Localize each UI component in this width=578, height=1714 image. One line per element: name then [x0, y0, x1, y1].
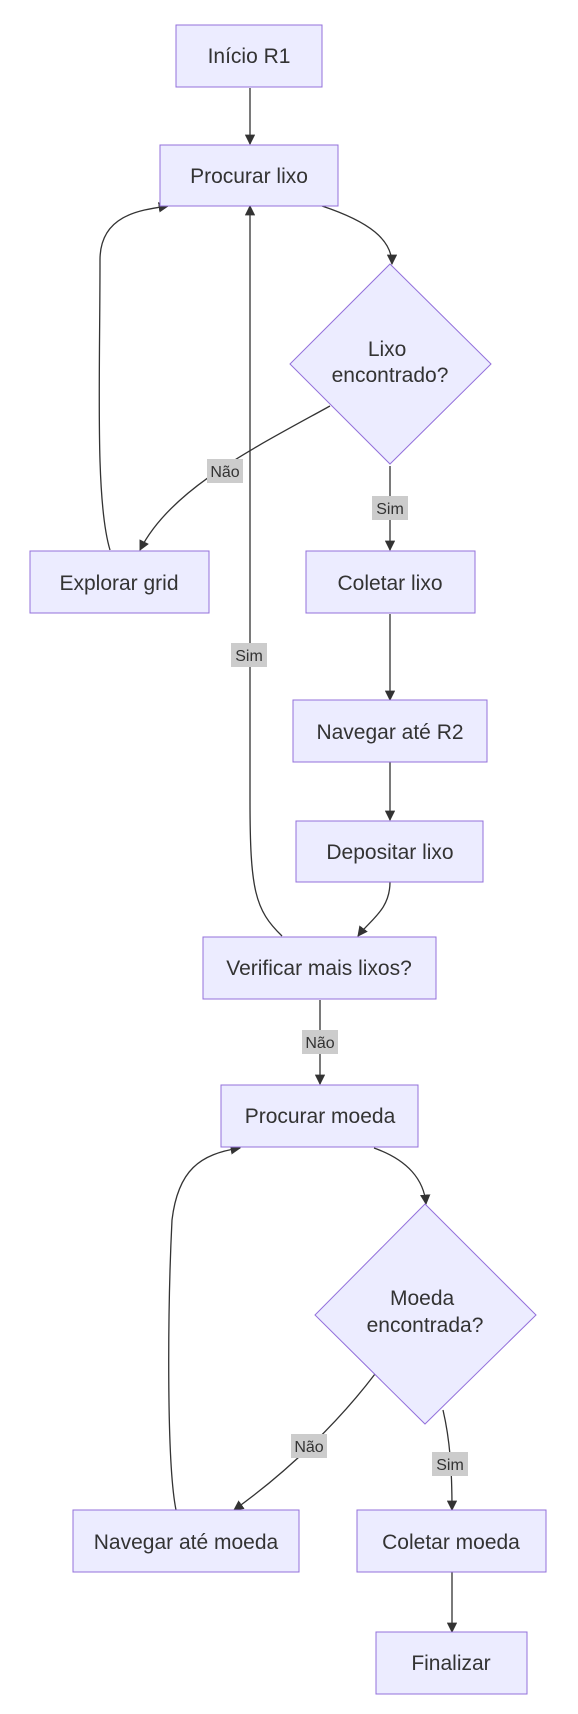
edge-label-more-yes-text: Sim	[235, 648, 263, 665]
edge-search-coin-to-coin-found	[373, 1147, 431, 1206]
edge-labels: Não Sim Sim Não Não Sim	[207, 459, 468, 1476]
node-finish: Finalizar	[375, 1631, 528, 1695]
node-coin-found: Moeda encontrada?	[314, 1203, 537, 1425]
node-search-trash-label: Procurar lixo	[190, 165, 308, 188]
node-check-more: Verificar mais lixos?	[202, 936, 437, 1000]
node-search-coin: Procurar moeda	[220, 1084, 419, 1148]
node-finish-label: Finalizar	[411, 1652, 490, 1675]
edge-label-trash-yes-text: Sim	[376, 501, 404, 518]
edge-deposit-trash-to-check-more	[357, 881, 391, 937]
edge-label-trash-no: Não	[207, 459, 243, 483]
node-coin-found-label-line1: Moeda	[390, 1287, 455, 1310]
node-navigate-r2-label: Navegar até R2	[316, 721, 463, 744]
node-navigate-coin-label: Navegar até moeda	[94, 1531, 279, 1554]
edge-label-coin-no-text: Não	[294, 1439, 323, 1456]
edge-check-more-to-search-trash	[244, 204, 283, 937]
edge-label-trash-yes: Sim	[372, 496, 408, 520]
node-navigate-coin: Navegar até moeda	[72, 1509, 300, 1573]
node-deposit-trash-label: Depositar lixo	[326, 841, 453, 864]
node-collect-trash-label: Coletar lixo	[337, 572, 442, 595]
nodes: Início R1 Procurar lixo Lixo encontrado?…	[29, 24, 547, 1695]
edge-label-more-no: Não	[302, 1030, 338, 1054]
node-collect-coin: Coletar moeda	[356, 1509, 547, 1573]
edge-label-coin-yes: Sim	[432, 1452, 468, 1476]
node-trash-found-label: Lixo encontrado?	[332, 338, 449, 387]
edge-navigate-coin-to-search-coin	[168, 1144, 242, 1511]
node-start-label: Início R1	[208, 45, 291, 68]
edge-label-trash-no-text: Não	[210, 464, 239, 481]
edge-search-trash-to-trash-found	[321, 205, 398, 266]
node-navigate-r2: Navegar até R2	[292, 699, 488, 763]
edge-label-more-no-text: Não	[305, 1035, 334, 1052]
node-explore-grid-label: Explorar grid	[59, 572, 178, 595]
node-search-trash: Procurar lixo	[159, 144, 339, 207]
node-trash-found: Lixo encontrado?	[289, 263, 492, 465]
node-check-more-label: Verificar mais lixos?	[226, 957, 412, 980]
node-collect-trash: Coletar lixo	[305, 550, 476, 614]
node-search-coin-label: Procurar moeda	[245, 1105, 396, 1128]
node-trash-found-label-line2: encontrado?	[332, 364, 449, 387]
node-explore-grid: Explorar grid	[29, 550, 210, 614]
edge-label-more-yes: Sim	[231, 643, 267, 667]
edge-explore-grid-to-search-trash	[98, 202, 170, 551]
node-coin-found-label-line2: encontrada?	[367, 1314, 484, 1337]
node-collect-coin-label: Coletar moeda	[382, 1531, 520, 1554]
node-start: Início R1	[175, 24, 323, 88]
edge-label-coin-no: Não	[291, 1434, 327, 1458]
node-coin-found-label: Moeda encontrada?	[367, 1287, 484, 1337]
node-deposit-trash: Depositar lixo	[295, 820, 484, 883]
edge-label-coin-yes-text: Sim	[436, 1457, 464, 1474]
node-trash-found-label-line1: Lixo	[368, 338, 407, 361]
